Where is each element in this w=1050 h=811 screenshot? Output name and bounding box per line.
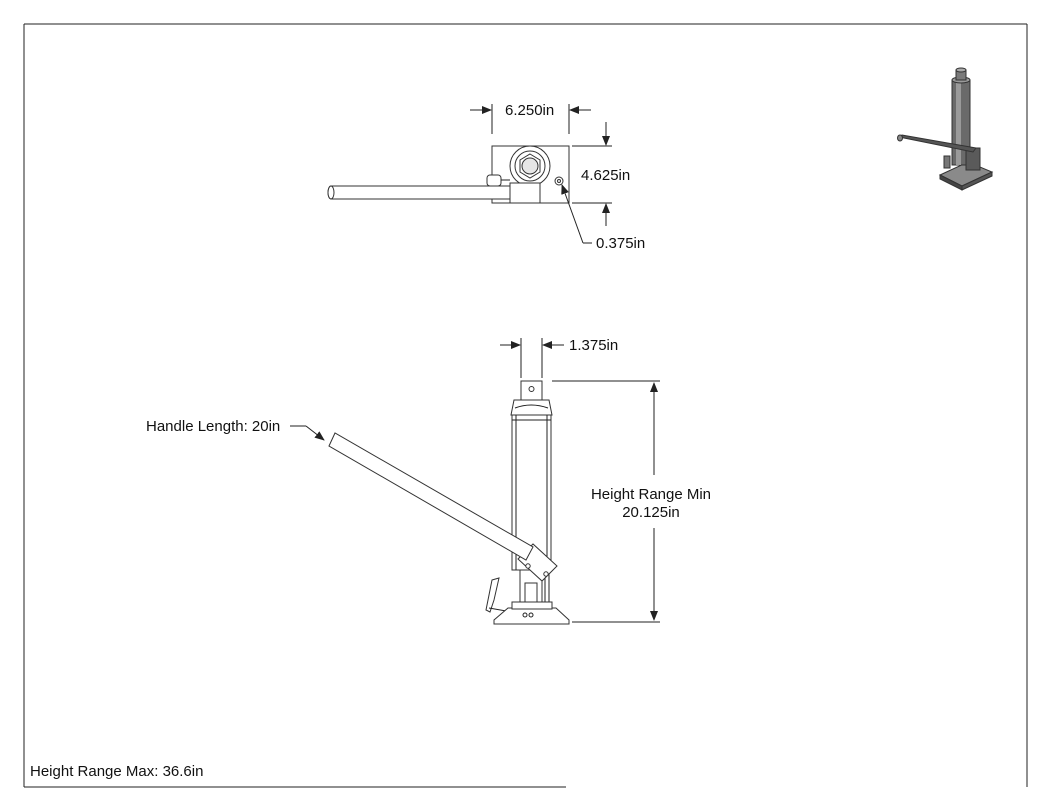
top-depth-dim: 4.625in xyxy=(581,167,630,184)
front-view: 1.375in Handle Length: 20in Height Range… xyxy=(146,337,711,625)
height-max-note: Height Range Max: 36.6in xyxy=(30,763,203,780)
handle-length-label: Handle Length: 20in xyxy=(146,418,280,435)
sheet-border xyxy=(23,23,1028,788)
top-width-dim: 6.250in xyxy=(505,102,554,119)
height-min-label: Height Range Min xyxy=(591,486,711,503)
iso-view xyxy=(897,67,994,191)
height-min-value: 20.125in xyxy=(622,504,680,521)
front-saddle-dim: 1.375in xyxy=(569,337,618,354)
top-view: 6.250in 4.625in 0.375in xyxy=(327,102,645,252)
top-hole-dim: 0.375in xyxy=(596,235,645,252)
